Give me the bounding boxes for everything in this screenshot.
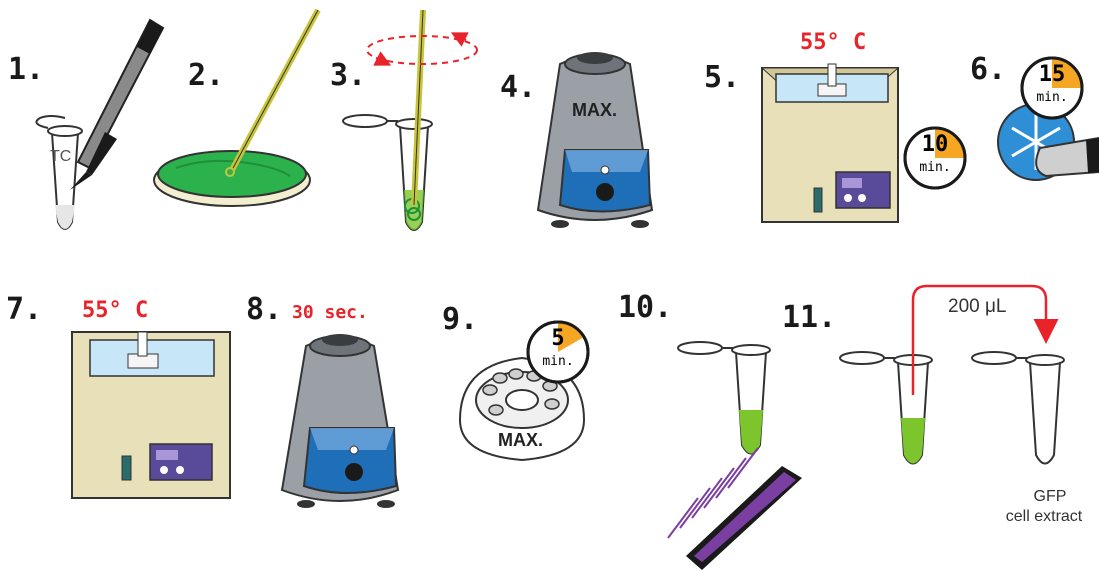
vortex-icon-step8 [282,334,398,508]
water-bath-icon [762,64,898,222]
step-number: 3. [330,58,366,93]
timer-unit: min. [528,354,588,369]
timer-value: 10 [905,134,965,156]
centrifuge-speed-label: MAX. [498,430,543,451]
transfer-volume-label: 200 μL [948,296,1007,318]
duration-label: 30 sec. [292,302,368,323]
step-number: 7. [6,292,42,327]
timer-value: 15 [1022,64,1082,86]
step1-tube [36,116,82,229]
extract-label-line2: cell extract [990,508,1098,526]
step-number: 1. [8,52,44,87]
step-number: 6. [970,52,1006,87]
petri-dish-icon [154,10,318,206]
water-bath-icon-step7 [72,332,230,498]
timer-value: 5 [528,328,588,350]
timer-unit: min. [905,160,965,175]
step11-target-tube [972,352,1064,464]
step-number: 4. [500,70,536,105]
step-number: 5. [704,60,740,95]
step-number: 8. [246,292,282,327]
step11-source-tube [840,352,932,464]
vortex-icon [538,52,652,228]
timer-unit: min. [1022,90,1082,105]
step-number: 2. [188,58,224,93]
temperature-label: 55° C [82,298,148,323]
uv-lamp-icon [668,448,802,570]
pen-icon [70,20,163,190]
step-number: 11. [782,300,836,335]
temperature-label: 55° C [800,30,866,55]
extract-label-line1: GFP [1000,488,1099,506]
vortex-speed-label: MAX. [572,100,617,121]
step3-tube [343,10,477,230]
step-number: 9. [442,302,478,337]
step-number: 10. [618,290,672,325]
tube-label: TC [50,148,71,166]
step10-tube [678,342,770,454]
